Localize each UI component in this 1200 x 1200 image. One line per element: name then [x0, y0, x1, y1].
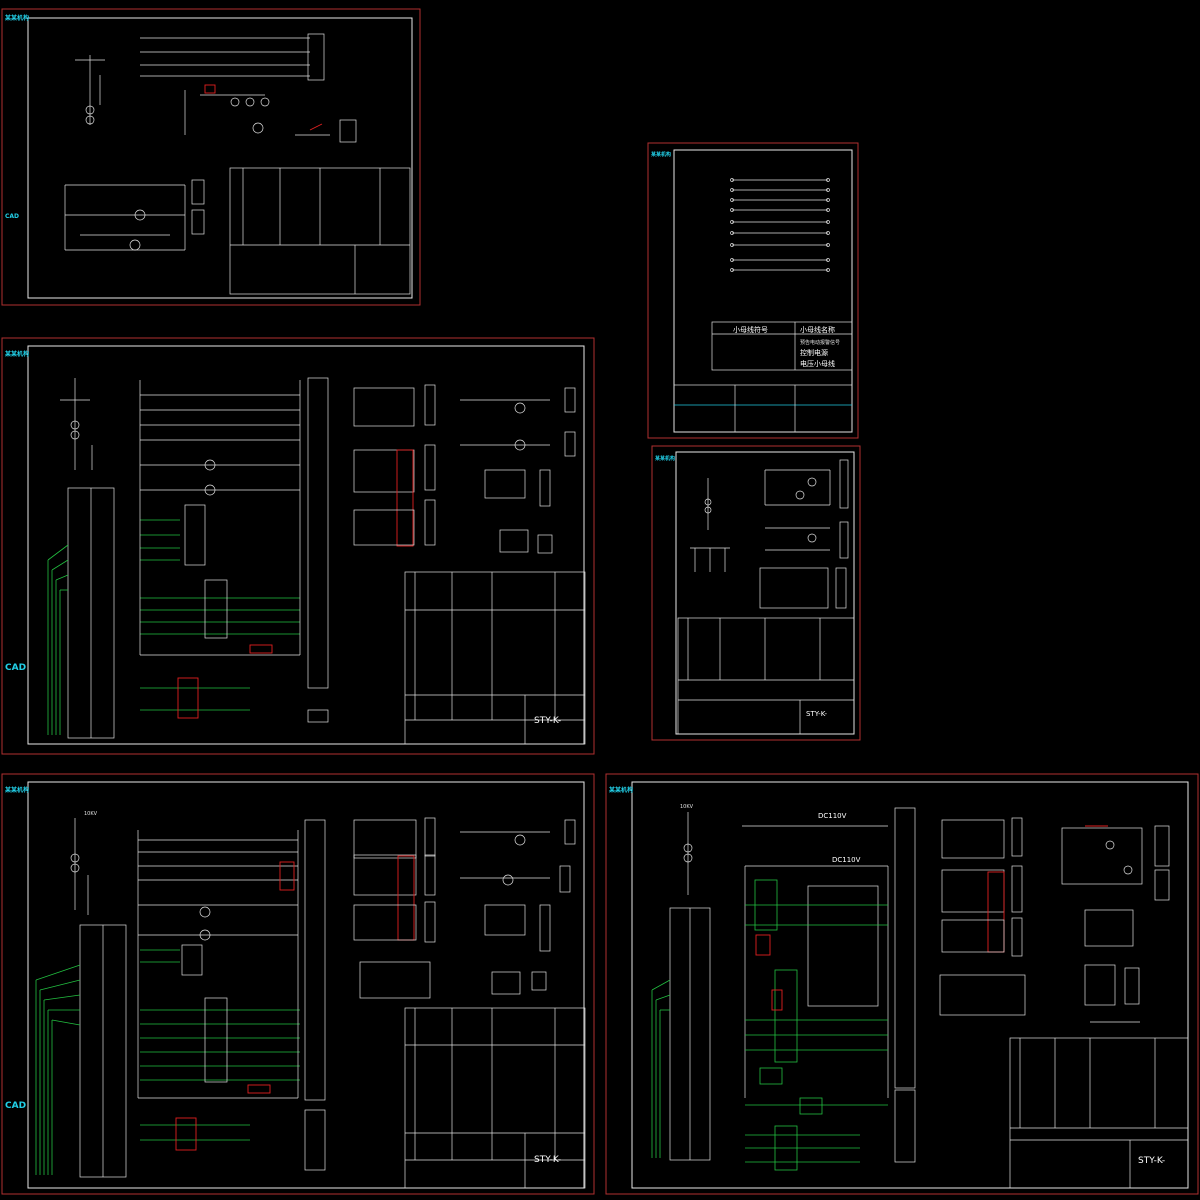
- sheet-2-primary-circuit: [60, 378, 115, 739]
- sheet-6: 某某机构 10KV DC110V DC110V: [605, 773, 1199, 1195]
- bus-table-row-name: 电压小母线: [800, 359, 835, 368]
- bus-terminal: [826, 208, 830, 212]
- sheet-1-tag: 某某机构: [5, 14, 29, 22]
- sheet-5-hv-label: 10KV: [84, 811, 98, 817]
- bus-terminal: [826, 220, 830, 224]
- sheet-5: 某某机构 CAD 10KV: [1, 773, 595, 1195]
- bus-terminal: [730, 243, 734, 247]
- sheet-1-equipment-table: [229, 167, 411, 295]
- bus-terminal: [826, 178, 830, 182]
- sheet-2-equipment-table: STY-K-: [404, 571, 586, 745]
- sheet-2-drawing-code: STY-K-: [534, 716, 561, 726]
- bus-table: 小母线符号 小母线名称 预告电动报警信号 控制电源 电压小母线: [711, 321, 853, 371]
- sheet-5-equipment-table: STY-K-: [404, 1007, 586, 1189]
- sheet-1-control-circuit: [64, 179, 205, 251]
- bus-terminal: [730, 188, 734, 192]
- sheet-6-equipment-table: STY-K-: [1009, 1037, 1189, 1189]
- sheet-5-side-label: CAD: [5, 1101, 26, 1111]
- sheet-5-control-ladder: [137, 819, 326, 1171]
- sheet-6-drawing-code: STY-K-: [1138, 1156, 1165, 1166]
- sheet-2-tag: 某某机构: [5, 350, 29, 358]
- bus-terminal: [730, 258, 734, 262]
- sheet-1-primary-circuit: [75, 33, 357, 143]
- bus-terminal: [730, 178, 734, 182]
- dc-voltage-label-2: DC110V: [832, 856, 861, 864]
- dc-voltage-label-1: DC110V: [818, 812, 847, 820]
- bus-terminal: [730, 268, 734, 272]
- sheet-5-green-wires: [35, 949, 300, 1175]
- bus-terminal: [730, 231, 734, 235]
- sheet-3-bus-lines: [730, 178, 830, 272]
- bus-terminal: [730, 220, 734, 224]
- bus-terminal: [826, 258, 830, 262]
- sheet-5-primary-circuit: 10KV: [70, 811, 127, 1178]
- sheet-1: 某某机构 CAD: [1, 8, 421, 306]
- sheet-5-drawing-code: STY-K-: [534, 1155, 561, 1165]
- sheet-4-drawing-code: STY-K-: [806, 710, 828, 718]
- sheet-3-title-block: [673, 384, 853, 433]
- bus-terminal: [826, 268, 830, 272]
- bus-terminal: [826, 243, 830, 247]
- sheet-4-tag: 某某机构: [654, 455, 675, 462]
- sheet-6-aux-circuits: [939, 817, 1170, 1023]
- bus-terminal: [730, 208, 734, 212]
- bus-terminal: [826, 188, 830, 192]
- sheet-4-equipment-table: STY-K-: [677, 617, 855, 735]
- bus-table-header-name: 小母线名称: [800, 325, 835, 334]
- bus-table-header-symbol: 小母线符号: [733, 325, 768, 334]
- sheet-4-circuits: [690, 459, 849, 609]
- sheet-2-aux-circuits: [353, 384, 576, 554]
- sheet-5-aux-circuits: [353, 817, 576, 999]
- sheet-4: 某某机构 STY-K-: [651, 445, 861, 741]
- sheet-6-tag: 某某机构: [609, 786, 633, 794]
- sheet-1-side-label: CAD: [5, 213, 19, 220]
- sheet-5-tag: 某某机构: [5, 786, 29, 794]
- sheet-6-primary-circuit: 10KV: [651, 804, 711, 1161]
- bus-terminal: [826, 198, 830, 202]
- bus-terminal: [730, 198, 734, 202]
- sheet-6-control-ladder: DC110V DC110V: [742, 807, 916, 1171]
- sheet-2-control-ladder: [139, 377, 329, 723]
- sheet-2-side-label: CAD: [5, 663, 26, 673]
- bus-terminal: [826, 231, 830, 235]
- sheet-2-green-wires: [47, 519, 300, 735]
- sheet-3-tag: 某某机构: [650, 151, 671, 158]
- bus-table-row-name: 预告电动报警信号: [800, 339, 840, 346]
- sheet-2: 某某机构 CAD: [1, 337, 595, 755]
- bus-table-row-name: 控制电源: [800, 348, 828, 357]
- sheet-3: 某某机构 小母线符号 小母线名称 预告电动报警信号 控制电源 电压小母线: [647, 142, 859, 439]
- sheet-6-hv-label: 10KV: [680, 804, 694, 810]
